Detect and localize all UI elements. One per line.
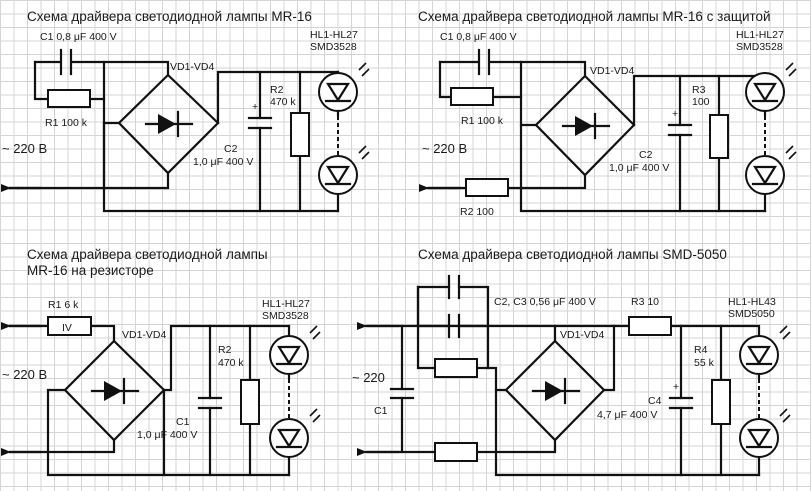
- c4-value-label: 4,7 μF 400 V: [597, 409, 657, 421]
- capacitor-c2: [447, 274, 461, 300]
- diode-bridge-symbol: [534, 74, 636, 177]
- r2-name-label: R2: [270, 84, 284, 96]
- diode-bridge-symbol: [117, 73, 220, 175]
- resistor-r1: [450, 87, 494, 106]
- r3-value-label: 100: [692, 96, 710, 108]
- c1-value-label: 1,0 μF 400 V: [137, 429, 197, 441]
- resistor-r4: [711, 379, 731, 425]
- c4-name-label: C4: [648, 395, 662, 407]
- diagram3-title-line1: Схема драйвера светодиодной лампы: [27, 247, 268, 262]
- schematic-smd5050: Схема драйвера светодиодной лампы SMD-50…: [352, 247, 791, 477]
- diagram4-title: Схема драйвера светодиодной лампы SMD-50…: [418, 247, 727, 262]
- capacitor-c3: [447, 313, 461, 339]
- diagram3-title-line2: MR-16 на резисторе: [27, 263, 154, 278]
- led-string-symbol: [745, 62, 797, 195]
- voltage-label: ~ 220 В: [2, 141, 47, 156]
- bridge-label: VD1-VD4: [560, 329, 605, 341]
- wire-net: [366, 285, 761, 477]
- r4-name-label: R4: [694, 344, 708, 356]
- r2-name-label: R2: [218, 344, 232, 356]
- diagram2-title: Схема драйвера светодиодной лампы MR-16 …: [418, 9, 771, 24]
- wire-net: [8, 60, 340, 213]
- resistor-r2: [465, 178, 509, 197]
- r1-label: R1 6 k: [48, 299, 79, 311]
- c1-label: C1: [374, 405, 388, 417]
- r2-value-label: 470 k: [270, 96, 296, 108]
- led-string-symbol: [739, 325, 791, 458]
- r4-value-label: 55 k: [694, 357, 715, 369]
- c1-label: C1 0,8 μF 400 V: [40, 31, 117, 43]
- diode-bridge-symbol: [504, 339, 606, 442]
- capacitor-c1: [59, 48, 73, 76]
- schematic-mr16-resistor: Схема драйвера светодиодной лампы MR-16 …: [0, 247, 321, 477]
- r3-label: R3 10: [631, 296, 659, 308]
- diode-bridge-symbol: [63, 339, 166, 442]
- resistor-r1: [47, 316, 92, 336]
- capacitor-c2: +: [667, 108, 693, 137]
- wire-net: [8, 324, 291, 477]
- resistor-r3: [628, 316, 672, 336]
- svg-text:+: +: [672, 108, 678, 120]
- r1-label: R1 100 k: [45, 117, 88, 129]
- voltage-label: ~ 220 В: [422, 141, 467, 156]
- led-string-symbol: [318, 62, 370, 195]
- c2-c3-label: C2, C3 0,56 μF 400 V: [494, 296, 596, 308]
- capacitor-c4: +: [668, 381, 694, 410]
- leds-type-label: SMD5050: [728, 308, 775, 320]
- voltage-label: ~ 220: [352, 370, 385, 385]
- schematic-mr16-protected: Схема драйвера светодиодной лампы MR-16 …: [418, 9, 797, 218]
- resistor-input-return: [434, 442, 478, 462]
- resistor-r1: [47, 89, 91, 108]
- capacitor-c1: [197, 396, 223, 410]
- c2-name-label: C2: [224, 143, 238, 155]
- resistor-r3: [709, 114, 729, 159]
- svg-text:+: +: [252, 101, 258, 113]
- led-string-symbol: [269, 325, 321, 458]
- c2-value-label: 1,0 μF 400 V: [609, 162, 669, 174]
- capacitor-c1: [477, 48, 491, 76]
- svg-text:+: +: [673, 381, 679, 393]
- c2-name-label: C2: [639, 149, 653, 161]
- bridge-label: VD1-VD4: [170, 61, 215, 73]
- r2-value-label: 470 k: [218, 357, 244, 369]
- capacitor-c1: [389, 387, 415, 400]
- leds-type-label: SMD3528: [262, 310, 309, 322]
- r1-label: R1 100 k: [461, 115, 504, 127]
- r1-mark-label: IV: [62, 322, 72, 334]
- bridge-label: VD1-VD4: [590, 65, 635, 77]
- leds-name-label: HL1-HL43: [728, 296, 776, 308]
- voltage-label: ~ 220 В: [2, 367, 47, 382]
- bridge-label: VD1-VD4: [122, 329, 167, 341]
- c2-value-label: 1,0 μF 400 V: [193, 156, 253, 168]
- capacitor-c2: +: [247, 101, 273, 130]
- leds-name-label: HL1-HL27: [262, 298, 310, 310]
- resistor-r2: [240, 379, 260, 425]
- schematic-mr16: Схема драйвера светодиодной лампы MR-16 …: [0, 9, 370, 213]
- r2-label: R2 100: [460, 206, 494, 218]
- diagram1-title: Схема драйвера светодиодной лампы MR-16: [27, 9, 312, 24]
- wire-net: [428, 60, 767, 213]
- leds-name-label: HL1-HL27: [310, 29, 358, 41]
- r3-name-label: R3: [692, 84, 706, 96]
- leds-type-label: SMD3528: [736, 41, 783, 53]
- resistor-r2: [290, 112, 310, 157]
- resistor-series-lower: [434, 358, 478, 378]
- leds-type-label: SMD3528: [310, 41, 357, 53]
- c1-label: C1 0,8 μF 400 V: [440, 31, 517, 43]
- c1-name-label: C1: [176, 416, 190, 428]
- leds-name-label: HL1-HL27: [736, 29, 784, 41]
